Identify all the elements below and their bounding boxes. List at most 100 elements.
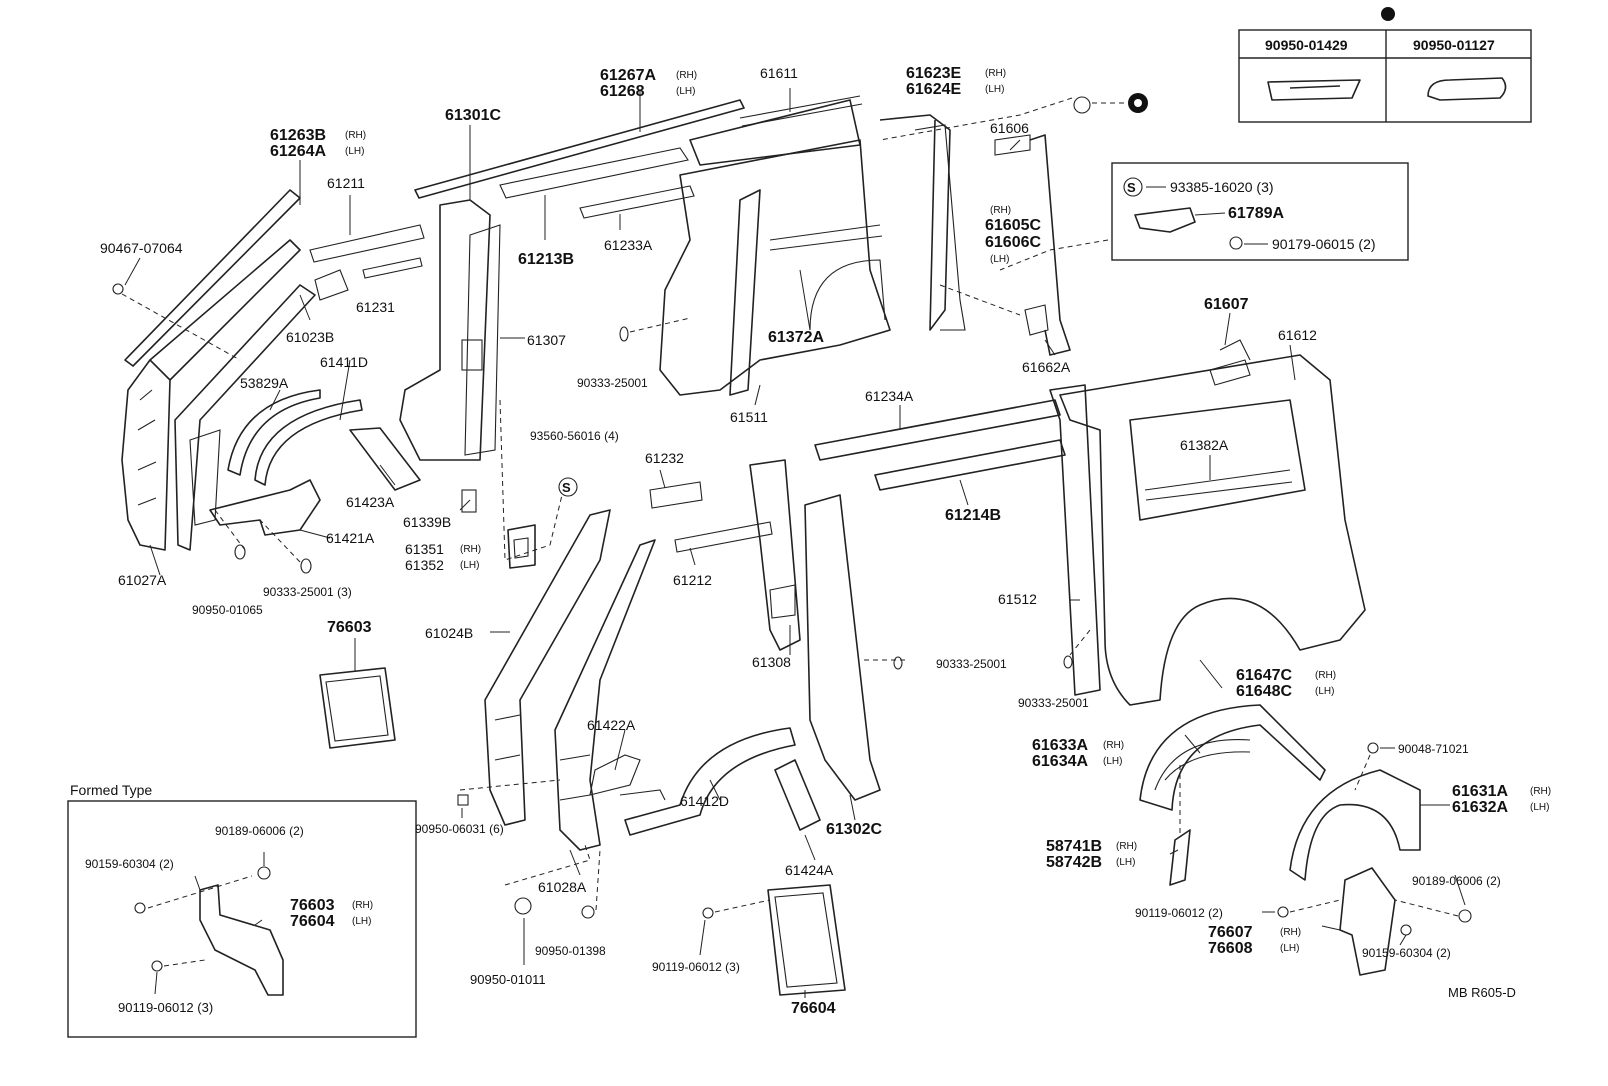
label-76603: 76603 xyxy=(327,619,372,636)
label-61624e: 61624E xyxy=(906,81,961,98)
label-76604: 76604 xyxy=(791,1000,836,1017)
label-61623e: 61623E xyxy=(906,65,961,82)
label-61412d: 61412D xyxy=(680,793,729,809)
label-61234a: 61234A xyxy=(865,388,914,404)
doc-id: MB R605-D xyxy=(1448,985,1516,1000)
label-58742b: 58742B xyxy=(1046,854,1102,871)
label-61308: 61308 xyxy=(752,654,791,670)
kit-header-1: 90950-01429 xyxy=(1265,37,1348,53)
svg-text:(LH): (LH) xyxy=(1280,943,1299,954)
svg-text:(LH): (LH) xyxy=(676,86,695,97)
label-61607: 61607 xyxy=(1204,296,1249,313)
sill-parts xyxy=(649,399,1066,553)
pillar-61024b xyxy=(484,509,656,851)
kit-symbol-icon xyxy=(1381,7,1395,21)
label-61633a: 61633A xyxy=(1032,737,1088,754)
label-61024b: 61024B xyxy=(425,625,473,641)
label-61351: 61351 xyxy=(405,541,444,557)
svg-text:(LH): (LH) xyxy=(460,560,479,571)
svg-text:(RH): (RH) xyxy=(1315,670,1336,681)
label-93385: 93385-16020 (3) xyxy=(1170,179,1274,195)
bracket-61351 xyxy=(507,524,536,569)
formed-type-title: Formed Type xyxy=(70,782,152,798)
label-61605c: 61605C xyxy=(985,217,1041,234)
label-90467: 90467-07064 xyxy=(100,240,183,256)
formed-mudflap xyxy=(199,884,284,996)
svg-text:(LH): (LH) xyxy=(1315,686,1334,697)
svg-text:(LH): (LH) xyxy=(352,916,371,927)
label-61634a: 61634A xyxy=(1032,753,1088,770)
dashed-leaders xyxy=(121,97,1459,917)
label-61233a: 61233A xyxy=(604,237,653,253)
label-61307: 61307 xyxy=(527,332,566,348)
label-61214b: 61214B xyxy=(945,507,1001,524)
screw-symbol-2: S xyxy=(562,480,571,495)
label-90333-b: 90333-25001 (3) xyxy=(263,585,352,599)
label-90950-01065: 90950-01065 xyxy=(192,603,263,617)
label-61511: 61511 xyxy=(730,409,768,425)
nut-icon xyxy=(1229,236,1243,250)
svg-text:(RH): (RH) xyxy=(1280,927,1301,938)
svg-text:(RH): (RH) xyxy=(990,205,1011,216)
label-90333-d: 90333-25001 xyxy=(1018,696,1089,710)
label-90333-a: 90333-25001 xyxy=(577,376,648,390)
label-61212: 61212 xyxy=(673,572,712,588)
bracket-61422a xyxy=(589,754,641,796)
svg-text:(LH): (LH) xyxy=(990,254,1009,265)
svg-text:(LH): (LH) xyxy=(1116,857,1135,868)
label-90119-r: 90119-06012 (2) xyxy=(1135,906,1223,920)
label-76608: 76608 xyxy=(1208,940,1253,957)
kit-header-2: 90950-01127 xyxy=(1413,37,1495,53)
svg-text:(LH): (LH) xyxy=(985,84,1004,95)
label-61339b: 61339B xyxy=(403,514,451,530)
label-f76603: 76603 xyxy=(290,897,335,914)
label-61268: 61268 xyxy=(600,83,645,100)
svg-text:(RH): (RH) xyxy=(1530,786,1551,797)
kit-table: 90950-01429 90950-01127 xyxy=(1238,7,1532,123)
body-side-inner xyxy=(659,139,891,396)
svg-text:(RH): (RH) xyxy=(352,900,373,911)
label-90950-06031: 90950-06031 (6) xyxy=(415,822,504,836)
label-61612: 61612 xyxy=(1278,327,1317,343)
label-90950-01011: 90950-01011 xyxy=(470,972,546,987)
bracket-61789a xyxy=(1134,207,1196,233)
bracket-61607 xyxy=(1219,339,1251,361)
svg-text:(RH): (RH) xyxy=(1103,740,1124,751)
label-f90159: 90159-60304 (2) xyxy=(85,857,174,871)
label-90119-c: 90119-06012 (3) xyxy=(652,960,740,974)
label-61302c: 61302C xyxy=(826,821,882,838)
rocker-61412d xyxy=(589,727,821,836)
label-61611: 61611 xyxy=(760,65,798,81)
panel-61023b xyxy=(174,224,425,551)
formed-type-inset xyxy=(67,800,417,1038)
solid-leaders xyxy=(124,125,1466,998)
label-61382a: 61382A xyxy=(1180,437,1229,453)
roof-rails xyxy=(414,88,863,240)
label-61372a: 61372A xyxy=(768,329,824,346)
svg-text:(RH): (RH) xyxy=(985,68,1006,79)
label-58741b: 58741B xyxy=(1046,838,1102,855)
label-f76604: 76604 xyxy=(290,913,335,930)
label-61232: 61232 xyxy=(645,450,684,466)
label-f90189: 90189-06006 (2) xyxy=(215,824,304,838)
label-90159-r: 90159-60304 (2) xyxy=(1362,946,1451,960)
svg-text:(LH): (LH) xyxy=(345,146,364,157)
label-90048: 90048-71021 xyxy=(1398,742,1469,756)
svg-text:(RH): (RH) xyxy=(345,130,366,141)
label-f90119: 90119-06012 (3) xyxy=(118,1000,213,1015)
wheelhouse-liners xyxy=(1139,704,1421,976)
label-61263b: 61263B xyxy=(270,127,326,144)
label-61422a: 61422A xyxy=(587,717,636,733)
bracket-61424a xyxy=(774,759,821,831)
label-61647c: 61647C xyxy=(1236,667,1292,684)
label-61606c: 61606C xyxy=(985,234,1041,251)
label-61512: 61512 xyxy=(998,591,1037,607)
svg-text:(RH): (RH) xyxy=(676,70,697,81)
quarter-panel-61612 xyxy=(1049,339,1366,706)
label-90179: 90179-06015 (2) xyxy=(1272,236,1376,252)
mudflap-76607 xyxy=(1339,867,1396,976)
label-61648c: 61648C xyxy=(1236,683,1292,700)
label-61662a: 61662A xyxy=(1022,359,1071,375)
label-61301c: 61301C xyxy=(445,107,501,124)
